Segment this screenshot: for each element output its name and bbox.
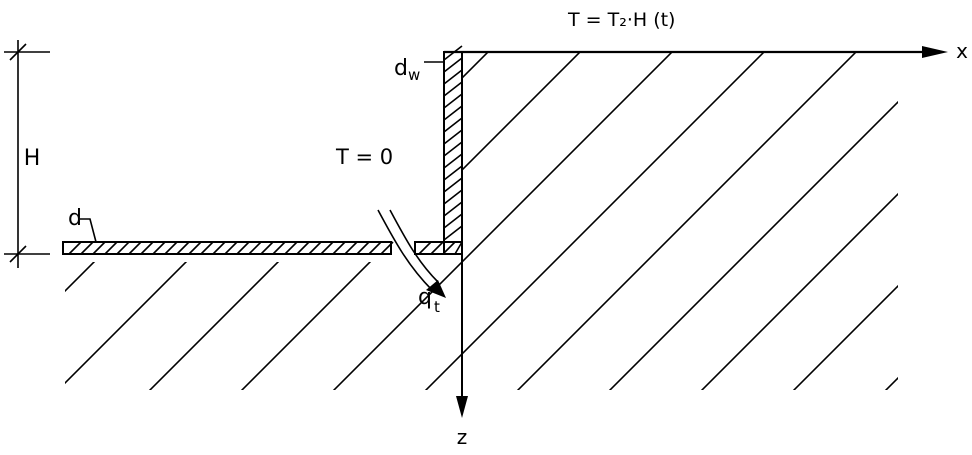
heat-flow-arrow (377, 209, 439, 291)
basement-wall (443, 45, 463, 255)
depth-dimension (4, 40, 50, 268)
slab-thickness-label: d (68, 206, 82, 231)
floor-slab (62, 241, 463, 255)
heat-flow-arrowhead (426, 280, 446, 298)
z-axis-arrowhead (456, 396, 468, 418)
inside-temperature-label: T = 0 (335, 145, 393, 169)
z-axis-label: z (457, 425, 468, 449)
wall-thickness-label: dw (394, 56, 420, 84)
soil-hatching (65, 52, 898, 390)
x-axis-label: x (956, 39, 968, 63)
depth-label: H (24, 146, 41, 171)
surface-temperature-label: T = T₂·H (t) (567, 9, 675, 31)
slab-thickness-leader (80, 218, 97, 243)
x-axis-arrowhead (922, 46, 948, 58)
